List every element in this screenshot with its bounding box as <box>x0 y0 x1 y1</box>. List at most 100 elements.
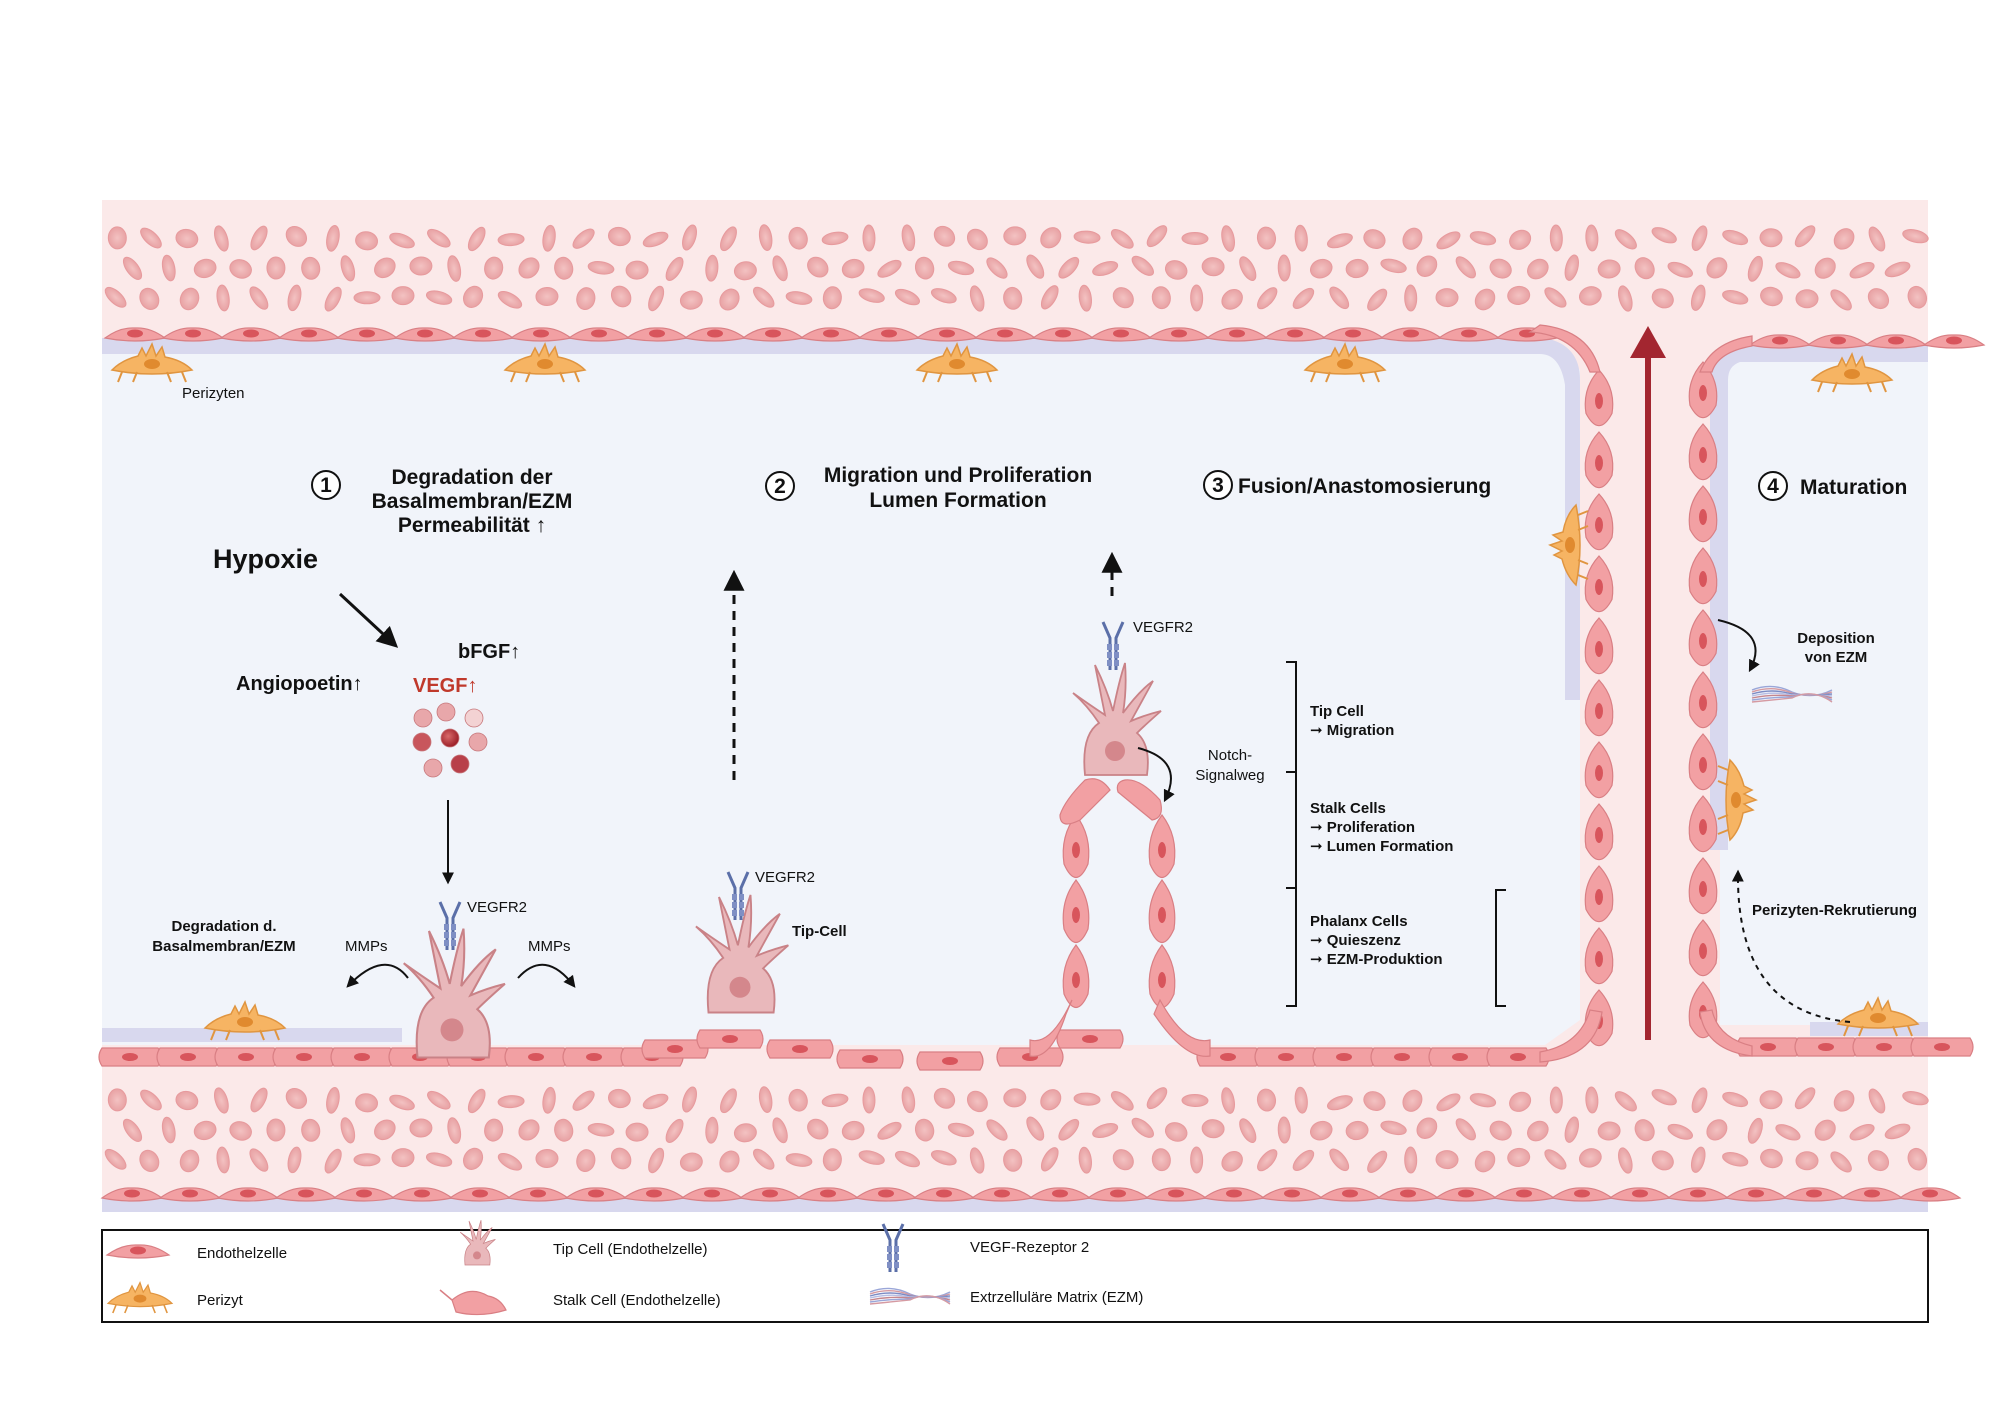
red-blood-cell <box>914 256 935 280</box>
red-blood-cell <box>1544 287 1567 308</box>
red-blood-cell <box>161 1116 176 1144</box>
sprout-stalk-cells <box>1029 778 1211 1057</box>
red-blood-cell <box>1579 1148 1602 1168</box>
red-blood-cell <box>772 1117 788 1144</box>
endothelial-nucleus <box>1595 889 1603 905</box>
pericyte-process <box>117 371 123 383</box>
endothelial-nucleus <box>942 1057 958 1065</box>
endothelial-nucleus <box>1229 329 1245 338</box>
pericyte-process <box>525 371 531 383</box>
red-blood-cell <box>1329 286 1350 310</box>
red-blood-cell <box>1221 1150 1243 1172</box>
step-1-line-1: Degradation der <box>391 466 552 489</box>
pericyte-process <box>1374 371 1380 383</box>
red-blood-cell <box>1759 1090 1783 1110</box>
step-4-badge <box>1758 471 1788 501</box>
red-blood-cell <box>1363 1091 1386 1112</box>
red-blood-cell <box>572 228 595 249</box>
red-blood-cell <box>1257 287 1278 310</box>
red-blood-cell <box>107 1088 127 1112</box>
red-blood-cell <box>1131 255 1154 276</box>
endothelial-nucleus <box>1072 972 1080 988</box>
red-blood-cell <box>1667 1123 1694 1140</box>
endothelial-nucleus <box>1699 943 1707 959</box>
red-blood-cell <box>1722 229 1749 246</box>
red-blood-cell <box>858 288 885 303</box>
red-blood-cell <box>467 1088 486 1114</box>
receptor-arm <box>726 871 737 920</box>
pericyte <box>915 342 999 383</box>
pericyte-process <box>971 371 977 383</box>
vegfr2-label-step-3: VEGFR2 <box>1133 619 1193 636</box>
vegfr2-receptor-step-1 <box>438 901 462 950</box>
endothelial-nucleus <box>1699 819 1707 835</box>
receptor-domain <box>451 940 456 946</box>
red-blood-cell <box>1597 1121 1621 1141</box>
pericyte-process <box>1717 814 1729 820</box>
vegf-molecule <box>436 702 456 722</box>
red-blood-cell <box>1201 257 1225 277</box>
endothelial-nucleus <box>243 329 259 338</box>
endothelial-nucleus <box>1699 881 1707 897</box>
pericyte-process <box>1881 381 1887 393</box>
red-blood-cell <box>1795 1151 1819 1171</box>
pericyte-process <box>1858 1025 1864 1037</box>
red-blood-cell <box>1722 1152 1749 1167</box>
legend-stalk-icon <box>451 1290 507 1316</box>
receptor-domain <box>1107 644 1112 650</box>
pericyte-process <box>574 371 580 383</box>
endothelial-nucleus <box>792 1045 808 1053</box>
pericyte-process <box>112 1304 117 1314</box>
ecm-fiber <box>1751 693 1833 703</box>
mmps-right-label: MMPs <box>528 938 571 955</box>
endothelial-nucleus <box>1699 633 1707 649</box>
pericyte-process <box>1866 381 1872 393</box>
step-4-line-1: Maturation <box>1800 476 1907 499</box>
pericyte-nucleus <box>949 359 965 369</box>
pericyte-process <box>181 371 187 383</box>
tip-cell-type-line-1: ➞ Migration <box>1310 722 1394 739</box>
red-blood-cell <box>720 1088 737 1114</box>
endothelial-nucleus <box>1595 765 1603 781</box>
tip-cell-nucleus <box>729 976 751 998</box>
red-blood-cell <box>355 1093 379 1113</box>
red-blood-cell <box>1634 257 1655 280</box>
endothelial-nucleus <box>298 1189 314 1198</box>
endothelial-nucleus <box>722 1035 738 1043</box>
legend-tipcell: Tip Cell (Endothelzelle) <box>553 1241 708 1258</box>
endothelial-nucleus <box>1287 329 1303 338</box>
red-blood-cell <box>374 257 396 279</box>
red-blood-cell <box>1003 226 1027 246</box>
red-blood-cell <box>427 228 451 248</box>
red-blood-cell <box>1775 262 1801 279</box>
ecm-fibers-deposited <box>1751 685 1833 703</box>
red-blood-cell <box>1058 256 1080 279</box>
red-blood-cell <box>1549 1086 1563 1114</box>
red-blood-cell <box>1380 258 1407 274</box>
red-blood-cell <box>877 259 902 278</box>
endothelial-nucleus <box>1772 336 1788 345</box>
red-blood-cell <box>250 1087 268 1113</box>
red-blood-cell <box>287 1146 302 1174</box>
red-blood-cell <box>1294 1086 1308 1114</box>
red-blood-cell <box>1326 1095 1353 1111</box>
deposition-label-line-2: von EZM <box>1805 649 1868 666</box>
red-blood-cell <box>986 257 1008 279</box>
red-blood-cell <box>822 286 842 310</box>
legend-ezm: Extrzelluläre Matrix (EZM) <box>970 1289 1143 1306</box>
red-blood-cell <box>807 256 829 278</box>
endothelial-nucleus <box>1934 1043 1950 1051</box>
pericyte-process <box>274 1029 280 1041</box>
red-blood-cell <box>862 224 876 252</box>
tip-cell-step-2 <box>695 894 789 1014</box>
red-blood-cell <box>1706 1119 1728 1141</box>
vegf-molecule <box>412 732 432 752</box>
legend-stalk-process <box>439 1289 453 1301</box>
endothelial-nucleus <box>1278 1053 1294 1061</box>
red-blood-cell <box>1040 1089 1062 1111</box>
basal-membrane-bottom <box>102 1198 1928 1212</box>
red-blood-cell <box>772 255 788 282</box>
pericyte-process <box>559 371 565 383</box>
red-blood-cell <box>179 287 200 311</box>
pericyte-process <box>1577 510 1589 516</box>
